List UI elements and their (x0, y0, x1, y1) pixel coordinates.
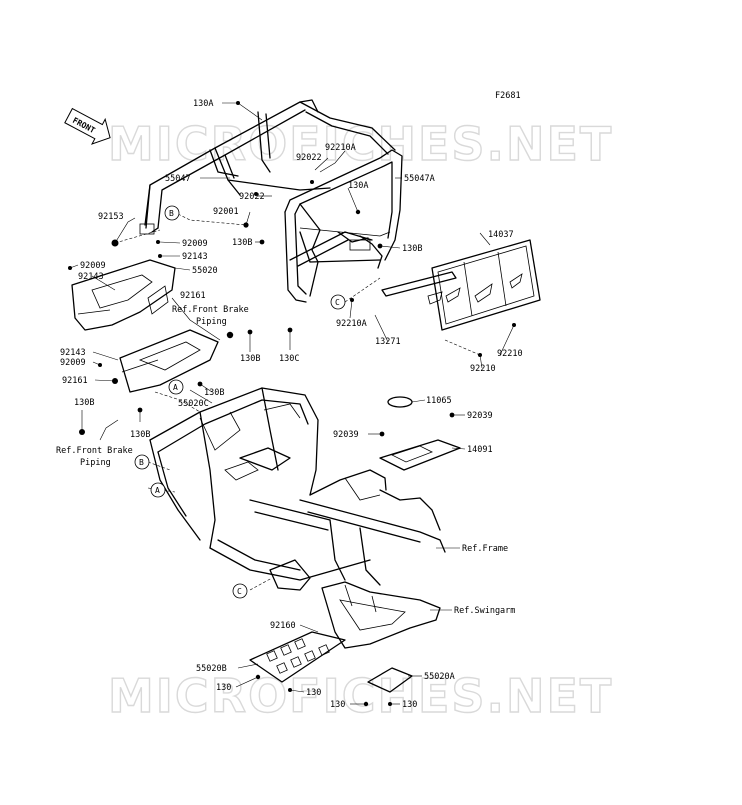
part-label: 130 (306, 688, 321, 698)
part-labels: 130A 92210A 92022 55047 130A 55047A 9202… (56, 99, 523, 710)
part-label: Ref.Frame (462, 544, 508, 554)
svg-text:C: C (335, 298, 340, 307)
part-label: 130B (402, 244, 422, 254)
part-label: 92210 (497, 349, 523, 359)
part-label: 130B (204, 388, 224, 398)
part-label: 92153 (98, 212, 124, 222)
callout-a-frame: A (150, 482, 166, 498)
part-label: 13271 (375, 337, 401, 347)
part-label: 55020B (196, 664, 227, 674)
part-label: 11065 (426, 396, 452, 406)
part-label: 14037 (488, 230, 514, 240)
part-label: 55020 (192, 266, 218, 276)
part-label: Ref.Front Brake (172, 305, 249, 315)
part-label: 55020C (178, 399, 209, 409)
part-label: 130A (193, 99, 213, 109)
part-label: 92022 (296, 153, 322, 163)
part-label: 130B (240, 354, 260, 364)
part-label: 92210A (336, 319, 367, 329)
part-label: 130B (232, 238, 252, 248)
callout-b-top: B (164, 205, 180, 221)
rear-guard-55047 (139, 99, 396, 235)
part-label: 55047A (404, 174, 435, 184)
watermark-bottom: MICROFICHES.NET (108, 669, 613, 723)
part-label: 130 (330, 700, 345, 710)
part-label: 130B (130, 430, 150, 440)
part-label: 92039 (467, 411, 493, 421)
part-label: Ref.Front Brake (56, 446, 133, 456)
part-label: 92143 (60, 348, 86, 358)
part-label: 130B (74, 398, 94, 408)
cover-55020C (119, 329, 219, 393)
svg-text:B: B (169, 209, 174, 218)
part-label: 92143 (78, 272, 104, 282)
part-label: 130A (348, 181, 368, 191)
part-label: 92160 (270, 621, 296, 631)
callout-b-frame: B (134, 454, 150, 470)
callout-c-frame: C (232, 583, 248, 599)
part-label: 92210A (325, 143, 356, 153)
figure-id: F2681 (495, 91, 521, 101)
part-label: 92143 (182, 252, 208, 262)
part-label: 130 (402, 700, 417, 710)
mesh-panel-14037 (427, 239, 541, 331)
part-label: 55020A (424, 672, 455, 682)
part-label: 92161 (62, 376, 88, 386)
part-label: 92210 (470, 364, 496, 374)
cap-11065 (387, 396, 413, 408)
part-label: 92001 (213, 207, 239, 217)
part-label: 92009 (182, 239, 208, 249)
leader-lines (69, 102, 515, 705)
part-label: 92039 (333, 430, 359, 440)
part-label: 14091 (467, 445, 493, 455)
part-label: Piping (196, 317, 227, 327)
part-label: 92161 (180, 291, 206, 301)
part-label: 130C (279, 354, 299, 364)
svg-text:C: C (237, 587, 242, 596)
part-label: Ref.Swingarm (454, 606, 515, 616)
part-label: 92009 (80, 261, 106, 271)
main-frame (149, 387, 446, 591)
part-label: 92022 (239, 192, 265, 202)
strip-13271 (381, 271, 457, 297)
cover-55020 (71, 259, 176, 331)
rear-guard-55047A (284, 149, 403, 303)
part-label: 55047 (165, 174, 191, 184)
svg-text:A: A (173, 383, 178, 392)
svg-text:B: B (139, 458, 144, 467)
callout-c-top: C (330, 294, 346, 310)
skid-plate-55020B (249, 631, 346, 683)
seat-cover-14091 (379, 439, 461, 471)
part-label: Piping (80, 458, 111, 468)
part-label: 92009 (60, 358, 86, 368)
callout-a-top: A (168, 379, 184, 395)
svg-text:A: A (155, 486, 160, 495)
part-label: 130 (216, 683, 231, 693)
